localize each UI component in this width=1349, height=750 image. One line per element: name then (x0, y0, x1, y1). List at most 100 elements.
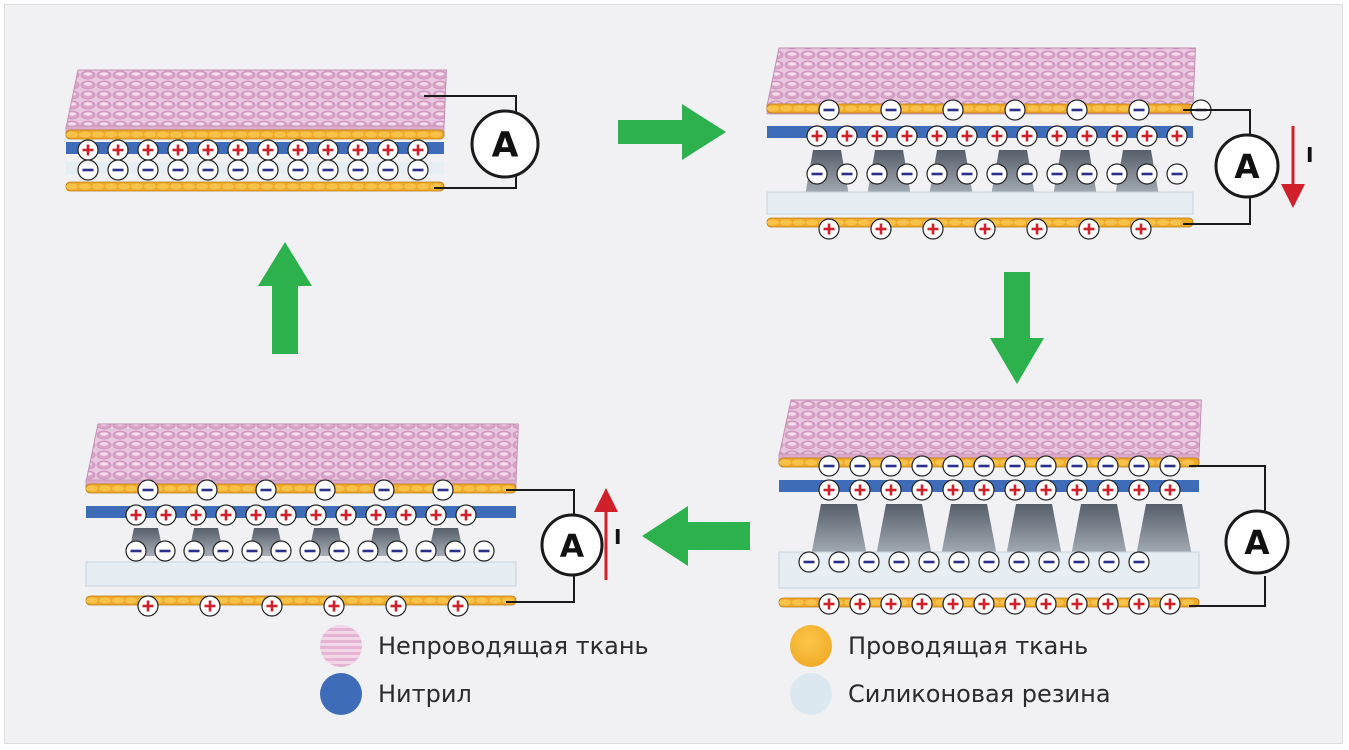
negative-charge (137, 159, 159, 181)
negative-charge (1004, 455, 1026, 477)
negative-charge (858, 551, 880, 573)
negative-charge (866, 163, 888, 185)
positive-charge (922, 218, 944, 240)
negative-charge (948, 551, 970, 573)
wire (1183, 109, 1251, 134)
positive-charge (1046, 125, 1068, 147)
positive-charge (836, 125, 858, 147)
negative-charge (1128, 551, 1150, 573)
positive-charge (1130, 218, 1152, 240)
negative-charge (314, 479, 336, 501)
positive-charge (199, 595, 221, 617)
positive-charge (942, 593, 964, 615)
negative-charge (1068, 551, 1090, 573)
negative-charge (849, 455, 871, 477)
nitrile-layer (86, 506, 516, 518)
negative-charge (1076, 163, 1098, 185)
ammeter-label: A (492, 126, 519, 166)
legend-label: Проводящая ткань (848, 632, 1089, 660)
negative-charge (1038, 551, 1060, 573)
negative-charge (942, 455, 964, 477)
positive-charge (215, 504, 237, 526)
blue-nitrile-swatch (320, 673, 362, 715)
nonconductive-fabric-layer (778, 399, 1202, 465)
negative-charge (978, 551, 1000, 573)
positive-charge (447, 595, 469, 617)
negative-charge (880, 455, 902, 477)
negative-charge (1128, 99, 1150, 121)
nonconductive-fabric-layer (65, 69, 447, 137)
positive-charge (1159, 593, 1181, 615)
positive-charge (1128, 593, 1150, 615)
silicone-swatch (790, 673, 832, 715)
negative-charge (317, 159, 339, 181)
wire (1189, 576, 1266, 607)
positive-charge (317, 139, 339, 161)
positive-charge (974, 218, 996, 240)
positive-charge (125, 504, 147, 526)
positive-charge (849, 479, 871, 501)
negative-charge (1016, 163, 1038, 185)
negative-charge (1166, 163, 1188, 185)
positive-charge (926, 125, 948, 147)
negative-charge (1004, 99, 1026, 121)
negative-charge (227, 159, 249, 181)
negative-charge (241, 540, 263, 562)
positive-charge (1004, 479, 1026, 501)
positive-charge (77, 139, 99, 161)
positive-charge (395, 504, 417, 526)
positive-charge (1004, 593, 1026, 615)
positive-charge (818, 479, 840, 501)
orange-fabric-swatch (790, 625, 832, 667)
negative-charge (836, 163, 858, 185)
negative-charge (1066, 99, 1088, 121)
negative-charge (125, 540, 147, 562)
legend-item-nonconductive-fabric: Непроводящая ткань (320, 624, 649, 668)
negative-charge (973, 455, 995, 477)
negative-charge (415, 540, 437, 562)
negative-charge (377, 159, 399, 181)
negative-charge (1046, 163, 1068, 185)
positive-charge (365, 504, 387, 526)
positive-charge (425, 504, 447, 526)
silicone-pillar (876, 504, 932, 556)
negative-charge (806, 163, 828, 185)
positive-charge (155, 504, 177, 526)
negative-charge (880, 99, 902, 121)
ammeter: A (1214, 133, 1280, 199)
current-label: I (614, 525, 621, 549)
negative-charge (386, 540, 408, 562)
positive-charge (1097, 479, 1119, 501)
current-label: I (1306, 143, 1313, 167)
positive-charge (347, 139, 369, 161)
legend-item-conductive-fabric: Проводящая ткань (790, 624, 1088, 668)
negative-charge (287, 159, 309, 181)
wire (434, 172, 517, 189)
silicone-pillar (1071, 504, 1127, 556)
negative-charge (444, 540, 466, 562)
legend-label: Непроводящая ткань (378, 632, 649, 660)
positive-charge (1035, 593, 1057, 615)
wire (1183, 198, 1251, 225)
positive-charge (407, 139, 429, 161)
positive-charge (455, 504, 477, 526)
positive-charge (956, 125, 978, 147)
current-arrow-up: I (594, 488, 621, 580)
silicone-pillar (941, 504, 997, 556)
negative-charge (212, 540, 234, 562)
positive-charge (197, 139, 219, 161)
negative-charge (473, 540, 495, 562)
positive-charge (870, 218, 892, 240)
silicone-pillar (1136, 504, 1192, 556)
negative-charge (432, 479, 454, 501)
positive-charge (167, 139, 189, 161)
positive-charge (275, 504, 297, 526)
positive-charge (1016, 125, 1038, 147)
positive-charge (1066, 479, 1088, 501)
negative-charge (911, 455, 933, 477)
positive-charge (1078, 218, 1100, 240)
stage-contact: A (65, 69, 540, 192)
ammeter-label: A (1244, 524, 1270, 562)
negative-charge (347, 159, 369, 181)
